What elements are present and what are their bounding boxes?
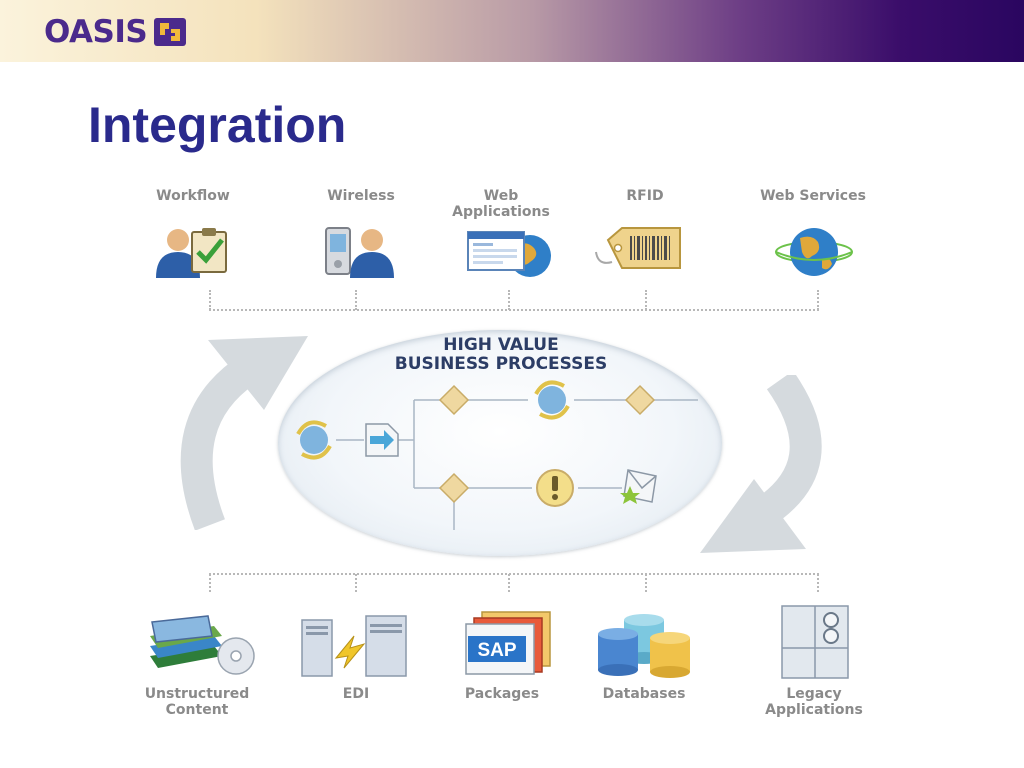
oasis-mark-icon xyxy=(154,18,187,46)
top-connector-wireless xyxy=(355,290,357,310)
sap-packages-icon: SAP xyxy=(465,611,551,675)
edi-servers-icon xyxy=(301,615,407,677)
decision-diamond-3 xyxy=(438,472,470,504)
bottom-label-legacy-applications: Legacy Applications xyxy=(765,686,863,718)
decision-diamond-2 xyxy=(624,384,656,416)
cycle-arrow-right xyxy=(700,375,822,553)
content-books-icon xyxy=(150,615,255,675)
top-connector-rfid xyxy=(645,290,647,310)
rfid-tag-icon xyxy=(595,227,681,269)
workflow-icon xyxy=(156,228,227,278)
databases-icon xyxy=(598,614,690,678)
globe-icon xyxy=(775,228,853,276)
process-title: HIGH VALUE BUSINESS PROCESSES xyxy=(394,335,608,374)
bottom-connector-bus xyxy=(209,573,819,575)
bottom-connector-legacy xyxy=(817,574,819,592)
decision-diamond-1 xyxy=(438,384,470,416)
process-flow-diagram xyxy=(296,380,698,530)
sap-badge: SAP xyxy=(477,640,516,661)
bottom-connector-databases xyxy=(645,574,647,592)
top-label-web-services: Web Services xyxy=(760,188,866,204)
top-connector-web-services xyxy=(817,290,819,310)
bottom-connector-packages xyxy=(508,574,510,592)
alert-icon xyxy=(536,469,574,507)
start-sync-icon xyxy=(296,420,332,460)
document-icon xyxy=(365,423,399,457)
top-connector-workflow xyxy=(209,290,211,310)
top-label-rfid: RFID xyxy=(626,188,664,204)
bottom-label-unstructured-content: Unstructured Content xyxy=(144,686,250,718)
wireless-icon xyxy=(325,227,394,278)
bottom-label-packages: Packages xyxy=(464,686,540,702)
oasis-logo[interactable]: OASIS xyxy=(44,14,187,50)
bottom-connector-content xyxy=(209,574,211,592)
bottom-connector-edi xyxy=(355,574,357,592)
web-applications-icon xyxy=(467,231,551,277)
cycle-arrow-left xyxy=(180,336,308,530)
top-label-wireless: Wireless xyxy=(327,188,395,204)
top-label-workflow: Workflow xyxy=(156,188,230,204)
mail-star-icon xyxy=(620,469,657,504)
bottom-label-edi: EDI xyxy=(342,686,370,702)
top-label-web-applications: Web Applications xyxy=(452,188,550,220)
logo-text: OASIS xyxy=(44,14,148,50)
bottom-label-databases: Databases xyxy=(602,686,686,702)
top-connector-bus xyxy=(209,309,819,311)
top-connector-web-applications xyxy=(508,290,510,310)
slide-title: Integration xyxy=(88,97,347,153)
header-banner: OASIS xyxy=(0,0,1024,62)
business-process-ellipse xyxy=(278,330,722,556)
legacy-cabinet-icon xyxy=(781,605,849,679)
process-sync-icon xyxy=(534,380,570,420)
